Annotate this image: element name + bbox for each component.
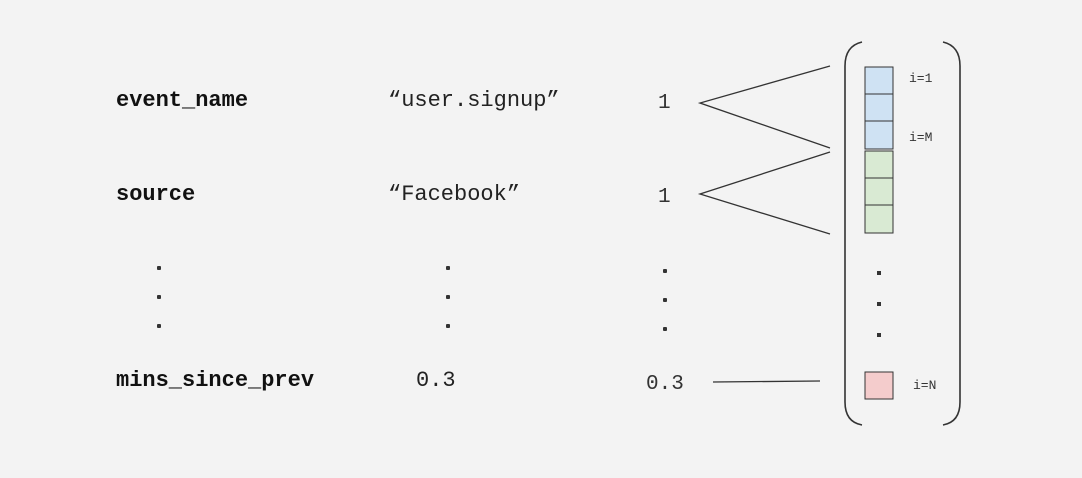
vector-cell-red bbox=[864, 371, 894, 400]
ellipsis-dot bbox=[663, 298, 667, 302]
vector-cell-blue bbox=[864, 120, 894, 150]
vector-cell-green bbox=[864, 204, 894, 234]
vector-ellipsis-dot bbox=[877, 302, 881, 306]
index-label-last: i=N bbox=[913, 378, 937, 393]
left-bracket bbox=[844, 41, 863, 426]
vector-cells bbox=[864, 66, 894, 400]
vector-cell-blue bbox=[864, 93, 894, 122]
connector-event-name bbox=[697, 65, 831, 149]
field-value-mins-since-prev: 0.3 bbox=[416, 368, 456, 393]
right-bracket bbox=[942, 41, 961, 426]
dim-source: 1 bbox=[658, 186, 671, 209]
field-name-source: source bbox=[116, 182, 196, 207]
vector-cell-green bbox=[864, 177, 894, 206]
field-value-event-name: “user.signup” bbox=[388, 88, 560, 113]
vector-cell-green bbox=[864, 150, 894, 179]
index-label-mid: i=M bbox=[909, 130, 933, 145]
vector-cell-blue bbox=[864, 66, 894, 95]
ellipsis-dot bbox=[446, 266, 450, 270]
field-name-mins-since-prev: mins_since_prev bbox=[116, 368, 315, 393]
ellipsis-dot bbox=[157, 295, 161, 299]
dim-mins-since-prev: 0.3 bbox=[646, 373, 684, 396]
ellipsis-dot bbox=[663, 327, 667, 331]
ellipsis-dot bbox=[446, 324, 450, 328]
connector-mins-since-prev bbox=[712, 380, 821, 383]
ellipsis-dot bbox=[157, 266, 161, 270]
index-label-first: i=1 bbox=[909, 71, 933, 86]
connector-source bbox=[697, 151, 831, 235]
field-name-event-name: event_name bbox=[116, 88, 249, 113]
dim-event-name: 1 bbox=[658, 92, 671, 115]
ellipsis-dot bbox=[446, 295, 450, 299]
vector-ellipsis-dot bbox=[877, 271, 881, 275]
ellipsis-dot bbox=[663, 269, 667, 273]
ellipsis-dot bbox=[157, 324, 161, 328]
field-value-source: “Facebook” bbox=[388, 182, 521, 207]
vector-ellipsis-dot bbox=[877, 333, 881, 337]
